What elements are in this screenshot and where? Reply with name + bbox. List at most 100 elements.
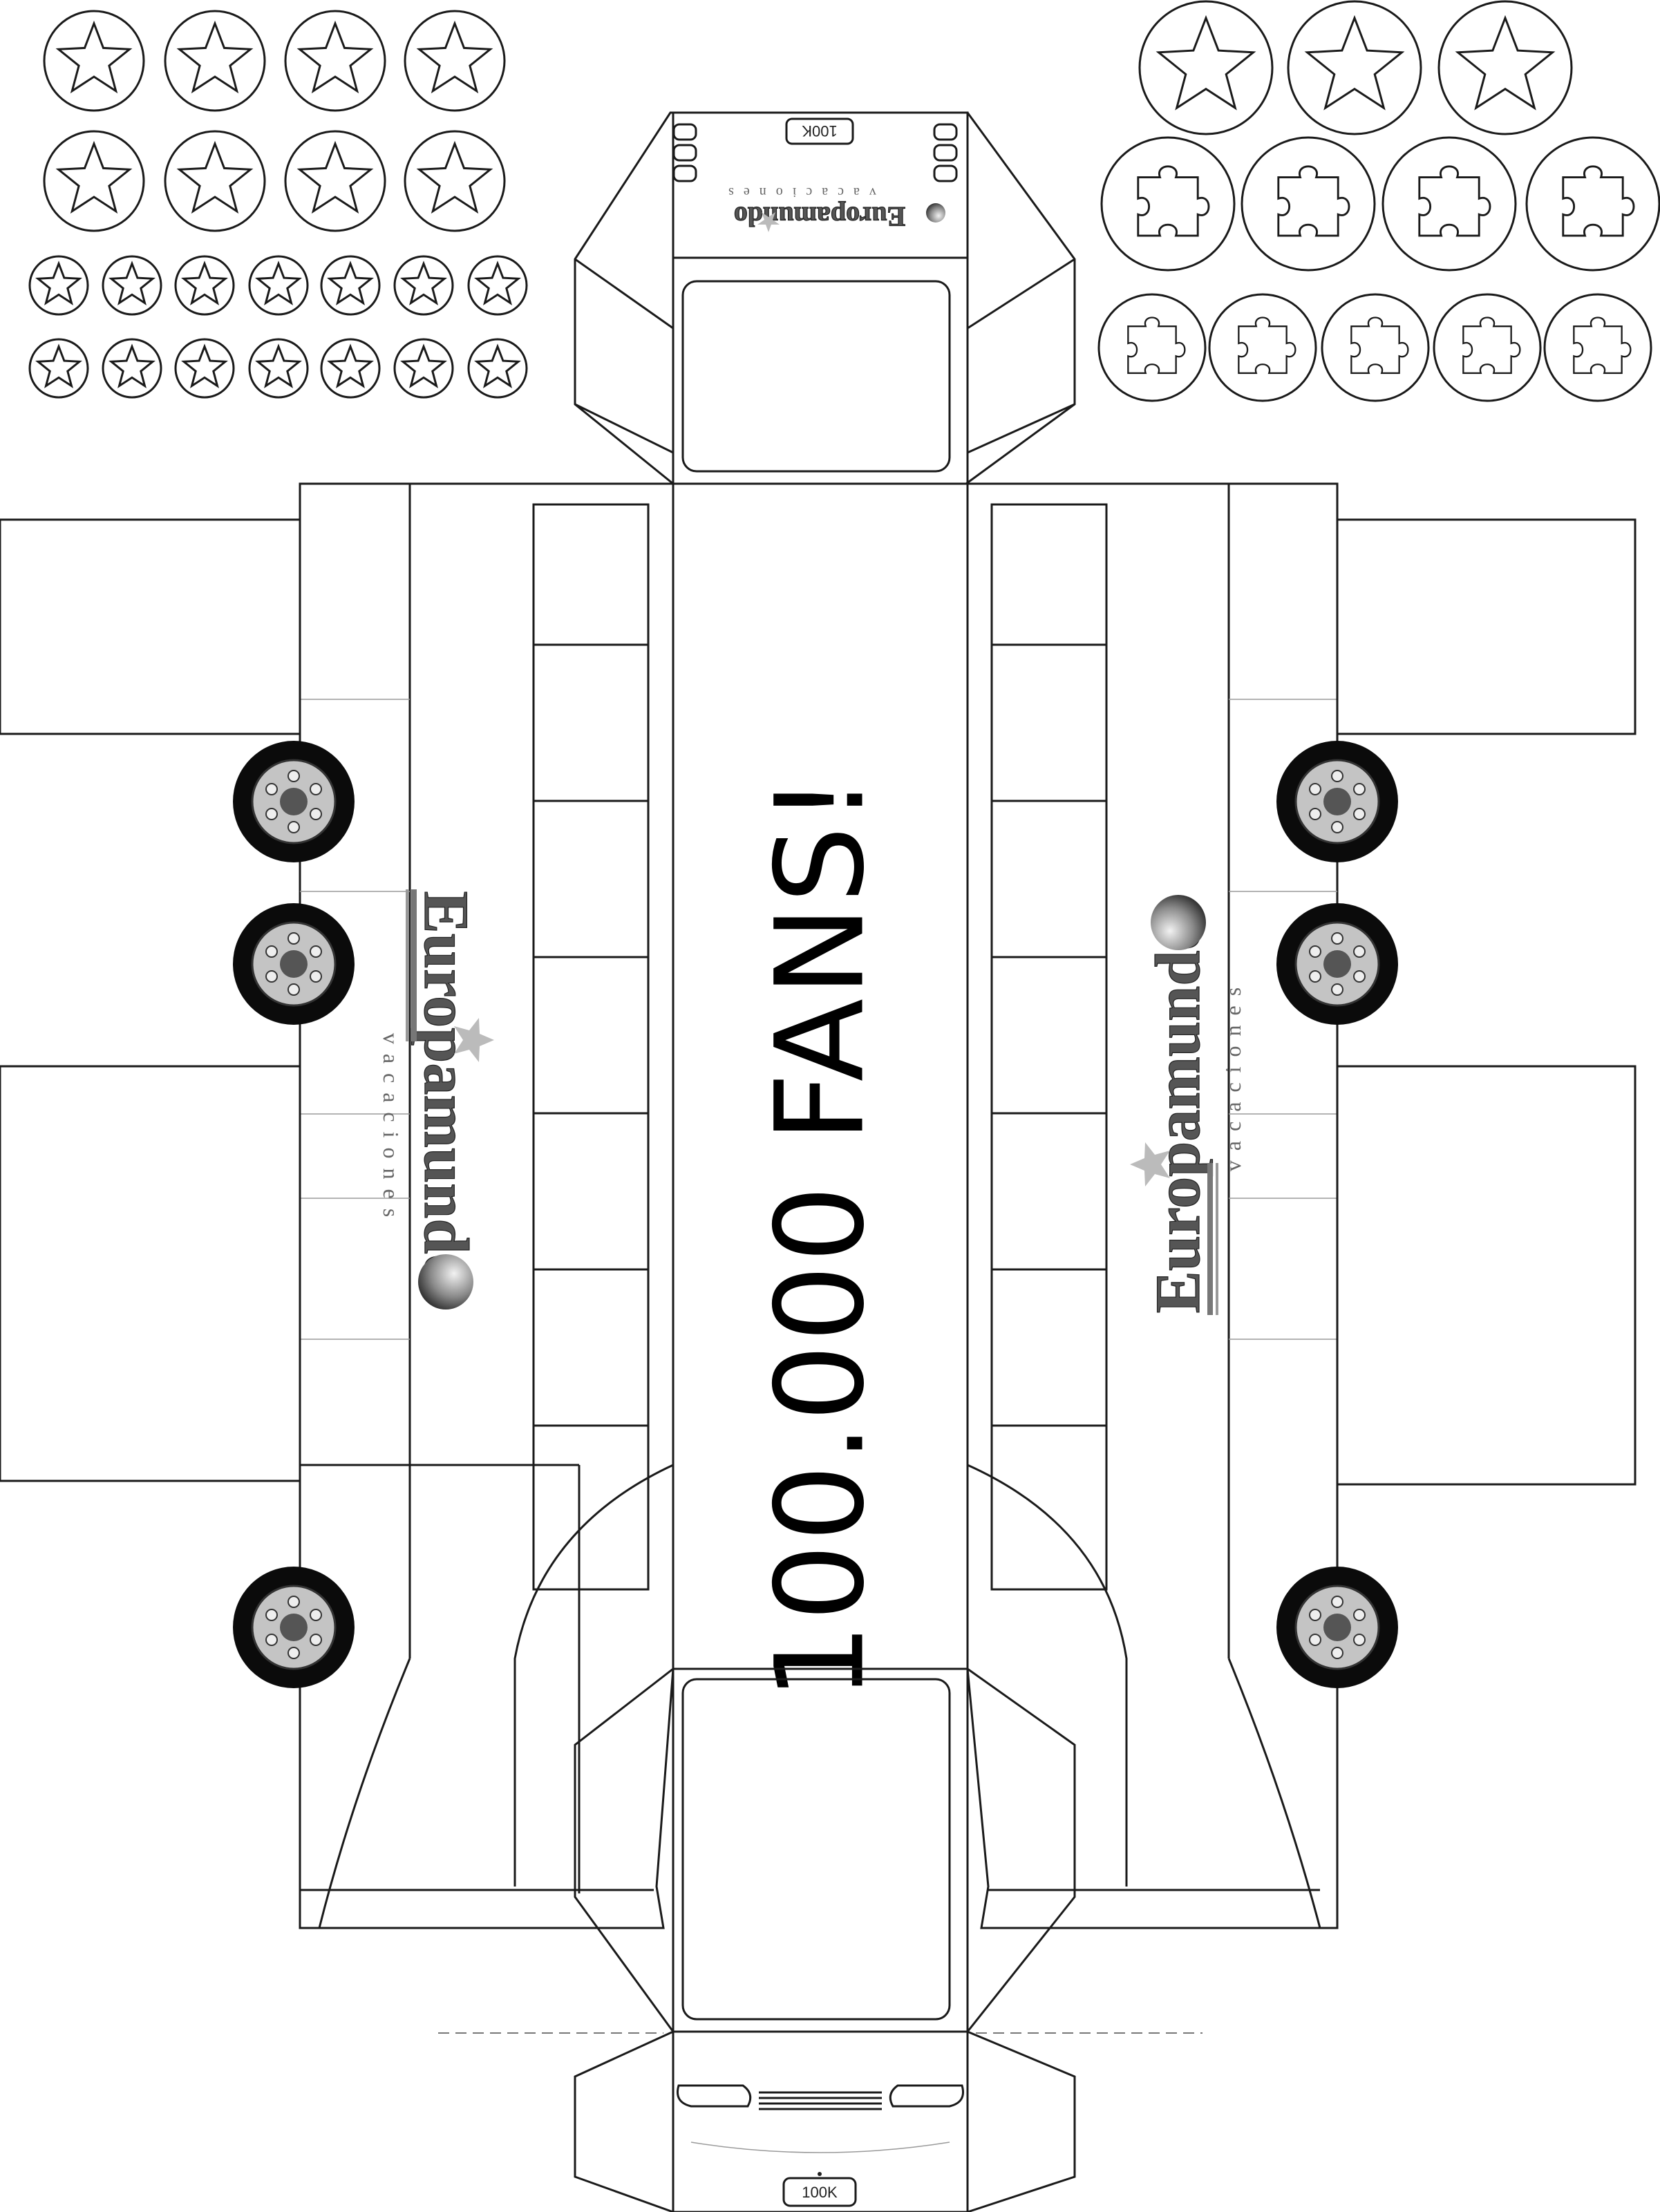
star-icon [176,140,254,214]
star-badge [28,255,89,316]
star-icon [181,343,228,388]
star-icon [327,261,374,305]
star-icon [474,343,521,388]
star-icon [454,1018,494,1062]
puzzle-piece-icon [1418,165,1491,237]
star-badge [164,10,266,112]
star-icon [1455,15,1556,111]
puzzle-piece-icon [1573,316,1632,375]
right-brand-logo: Europamundo vacaciones [1130,895,1245,1315]
puzzle-piece-icon [1350,316,1409,375]
star-icon [35,261,82,305]
puzzle-piece-icon [1238,316,1296,375]
svg-text:Europamundo: Europamundo [1142,918,1213,1313]
star-badge [1287,0,1422,135]
star-badge [102,338,162,399]
star-icon [296,20,374,94]
star-icon [1156,15,1256,111]
star-icon [176,20,254,94]
puzzle-piece-icon [1137,165,1210,237]
star-icon [1304,15,1405,111]
wheel-icon [1275,739,1399,864]
star-badge [248,338,309,399]
left-window-strip [532,503,650,1591]
roof-panel: 100.000 FANS! [672,482,969,2212]
star-badge [284,130,386,232]
star-badge [467,338,528,399]
left-brand-logo: Europamundo vacaciones [379,889,494,1310]
star-badge [1138,0,1274,135]
star-icon [55,20,133,94]
star-badge [393,255,454,316]
star-icon [1130,1142,1170,1187]
right-window-strip [990,503,1108,1591]
puzzle-piece-icon [1127,316,1186,375]
star-icon [327,343,374,388]
star-icon [400,261,447,305]
wheel-icon [232,902,356,1026]
rear-plate-text: 100K [802,2184,838,2201]
svg-text:Europamundo: Europamundo [734,201,905,232]
star-badge [164,130,266,232]
star-badge [248,255,309,316]
star-badge [404,10,506,112]
puzzle-badge [1433,293,1542,402]
star-badge [393,338,454,399]
star-icon [757,212,780,232]
rear-window [681,1678,951,2021]
star-badge [284,10,386,112]
star-badge [43,130,145,232]
star-icon [55,140,133,214]
star-icon [474,261,521,305]
puzzle-piece-icon [1462,316,1521,375]
wheel-icon [1275,902,1399,1026]
puzzle-badge [1543,293,1652,402]
left-tab-lower [0,1065,301,1482]
star-badge [43,10,145,112]
star-badge [102,255,162,316]
rear-grille [759,2091,882,2110]
right-side-panel: Europamundo vacaciones [966,482,1637,1929]
star-icon [416,20,493,94]
wheel-icon [232,739,356,864]
puzzle-piece-icon [1277,165,1350,237]
svg-text:vacaciones: vacaciones [719,185,876,200]
svg-text:vacaciones: vacaciones [1220,978,1245,1171]
star-badge [28,338,89,399]
puzzle-badge [1100,136,1236,272]
star-badges-group [28,0,1573,399]
wheel-icon [1275,1565,1399,1690]
top-plate-text: 100K [802,122,838,140]
left-side-panel: Europamundo vacaciones [0,482,675,1929]
right-tab-lower [1336,1065,1637,1486]
globe-icon [1151,895,1206,950]
banner-text: 100.000 FANS! [750,773,892,1701]
bottom-rear-panel: 100K [438,1667,1202,2212]
star-badge [404,130,506,232]
star-icon [255,261,302,305]
star-icon [400,343,447,388]
puzzle-badge [1321,293,1430,402]
star-icon [416,140,493,214]
globe-icon [418,1254,473,1310]
star-icon [255,343,302,388]
right-tab-upper [1336,518,1637,735]
star-icon [109,261,155,305]
puzzle-piece-icon [1562,165,1635,237]
star-badge [467,255,528,316]
top-window [681,280,951,473]
wheel-icon [232,1565,356,1690]
puzzle-badge [1525,136,1660,272]
star-badge [320,338,381,399]
star-badge [174,255,235,316]
globe-icon [926,203,945,223]
star-icon [109,343,155,388]
puzzle-badges-group [1097,136,1660,402]
puzzle-badge [1241,136,1376,272]
star-icon [181,261,228,305]
star-icon [296,140,374,214]
svg-text:Europamundo: Europamundo [411,891,482,1285]
star-icon [35,343,82,388]
top-nose-panel: 100K Europamundo vacaciones [574,111,1076,485]
